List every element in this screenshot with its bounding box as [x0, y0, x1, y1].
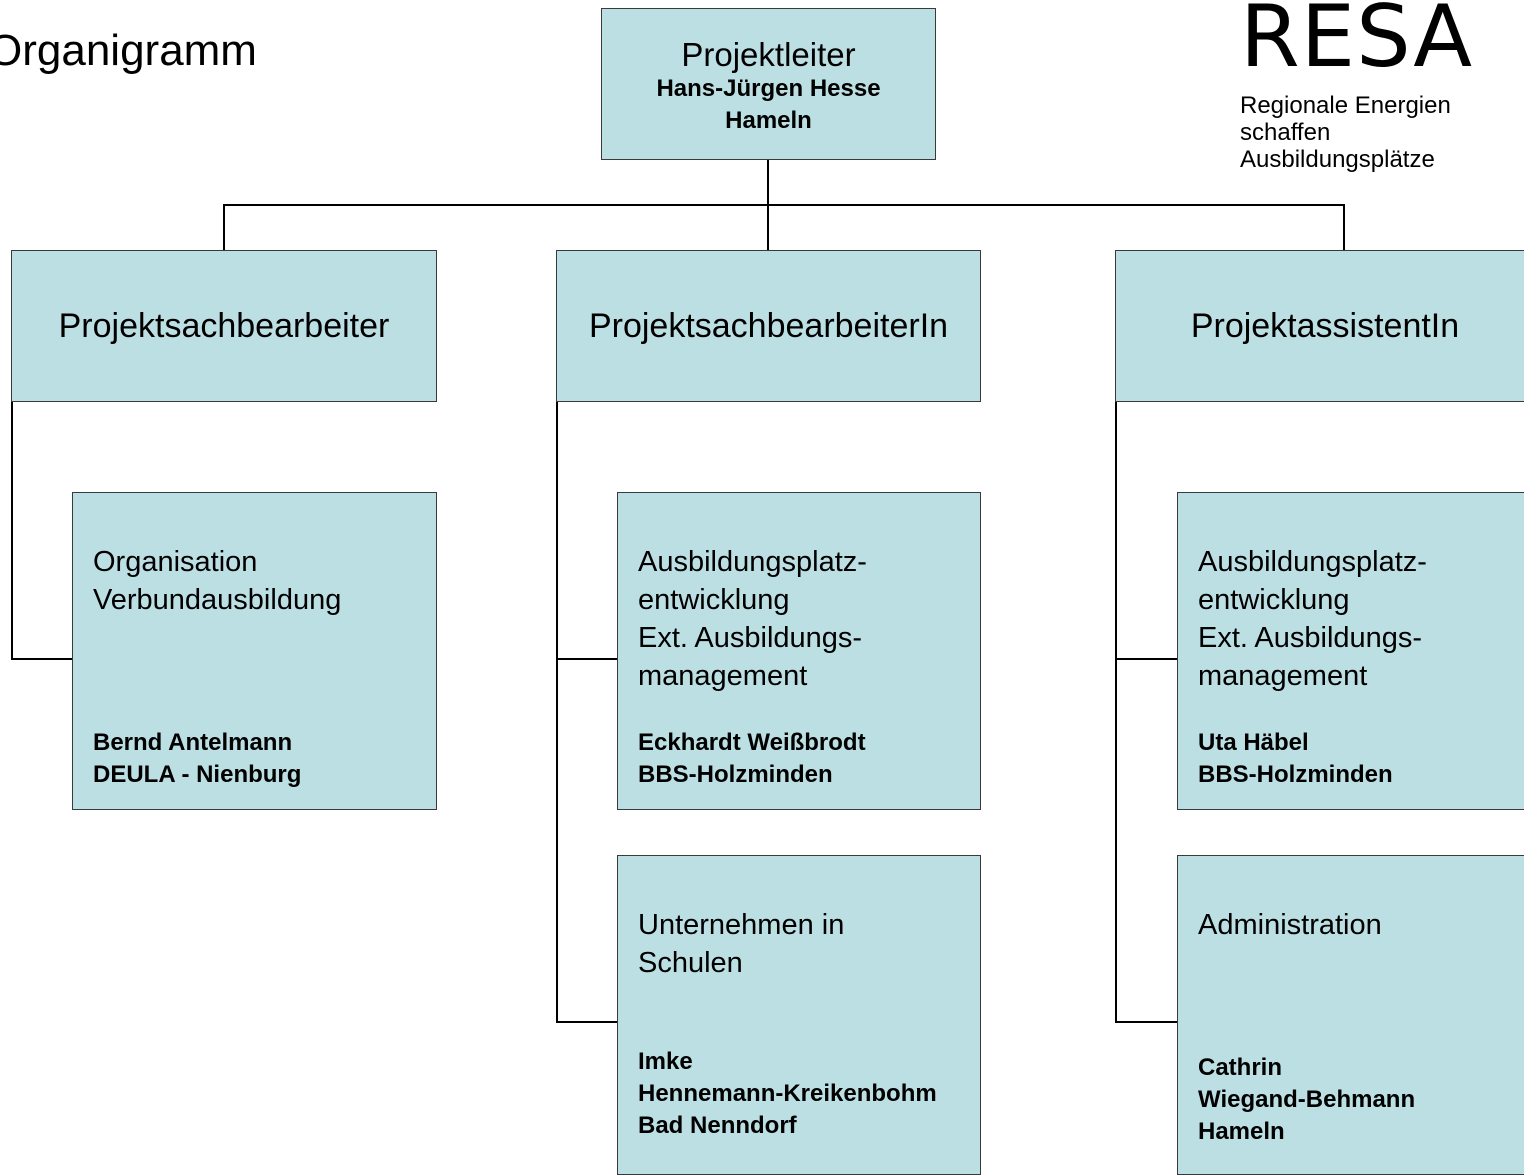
task-box: Administration Cathrin Wiegand-Behmann H… [1177, 855, 1524, 1175]
task-text: Organisation Verbundausbildung [93, 546, 342, 616]
person-name: Bernd Antelmann DEULA - Nienburg [93, 729, 302, 788]
connector-line [223, 204, 225, 250]
lead-role: Projektleiter [681, 36, 856, 73]
logo-tagline: Regionale Energien schaffen Ausbildungsp… [1240, 92, 1524, 173]
role-box-sachbearbeiterin: ProjektsachbearbeiterIn [556, 250, 981, 402]
connector-line [1115, 658, 1177, 660]
connector-line [767, 160, 769, 206]
person-name: Eckhardt Weißbrodt BBS-Holzminden [638, 729, 866, 788]
connector-line [556, 658, 617, 660]
lead-location: Hameln [725, 107, 812, 134]
connector-line [556, 402, 558, 1022]
logo-mark: RESA [1240, 0, 1474, 87]
connector-line [1115, 1021, 1177, 1023]
lead-name: Hans-Jürgen Hesse [656, 75, 881, 102]
task-box: Ausbildungsplatz- entwicklung Ext. Ausbi… [1177, 492, 1524, 810]
person-name: Cathrin Wiegand-Behmann Hameln [1198, 1054, 1416, 1145]
task-text: Unternehmen in Schulen [638, 909, 845, 979]
connector-line [223, 204, 1345, 206]
task-text: Ausbildungsplatz- entwicklung Ext. Ausbi… [1198, 546, 1427, 692]
person-name: Uta Häbel BBS-Holzminden [1198, 729, 1393, 788]
task-text: Administration [1198, 909, 1382, 941]
connector-line [11, 402, 13, 659]
connector-line [1343, 204, 1345, 250]
task-text: Ausbildungsplatz- entwicklung Ext. Ausbi… [638, 546, 867, 692]
role-label: ProjektsachbearbeiterIn [588, 306, 949, 345]
role-box-assistentin: ProjektassistentIn [1115, 250, 1524, 402]
task-box: Ausbildungsplatz- entwicklung Ext. Ausbi… [617, 492, 981, 810]
role-label: ProjektassistentIn [1190, 306, 1460, 345]
resa-logo: RESA Regionale Energien schaffen Ausbild… [1240, 0, 1524, 173]
connector-line [767, 204, 769, 250]
task-box: Organisation Verbundausbildung Bernd Ant… [72, 492, 437, 810]
connector-line [1115, 402, 1117, 1022]
person-name: Imke Hennemann-Kreikenbohm Bad Nenndorf [638, 1048, 937, 1139]
task-box: Unternehmen in Schulen Imke Hennemann-Kr… [617, 855, 981, 1175]
role-label: Projektsachbearbeiter [58, 306, 390, 345]
logo-tagline-text: Regionale Energien schaffen Ausbildungsp… [1240, 92, 1451, 173]
lead-box: Projektleiter Hans-Jürgen Hesse Hameln [601, 8, 936, 160]
role-box-sachbearbeiter: Projektsachbearbeiter [11, 250, 437, 402]
connector-line [11, 658, 72, 660]
page-title: Organigramm [0, 26, 257, 75]
connector-line [556, 1021, 617, 1023]
